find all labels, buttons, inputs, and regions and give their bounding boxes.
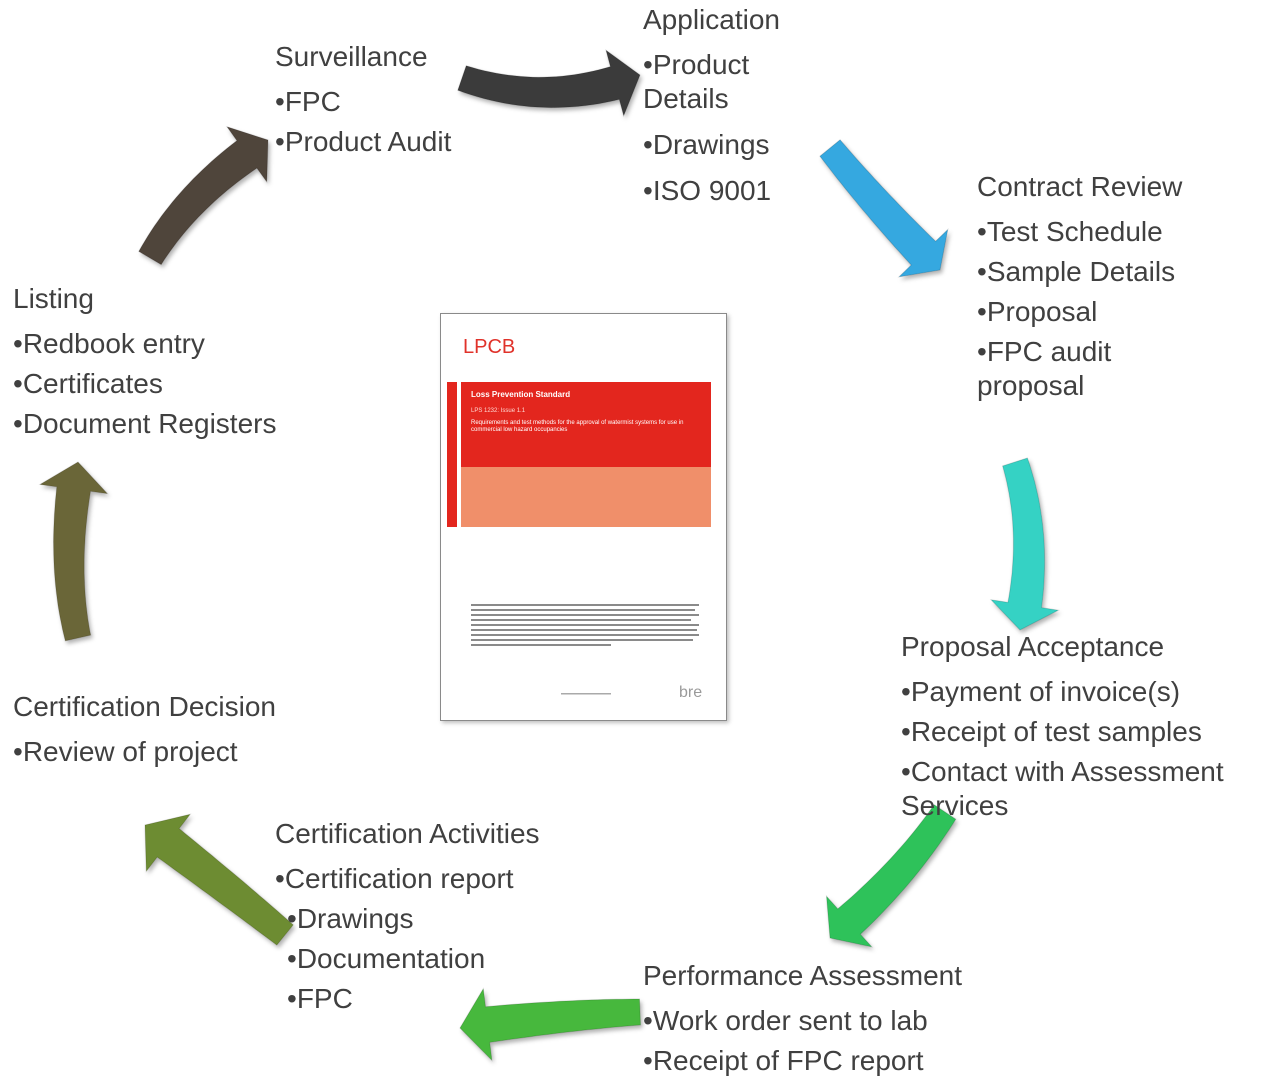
- stage-item: Review of project: [13, 735, 313, 769]
- document-heading: Loss Prevention Standard: [471, 390, 571, 399]
- stage-proposal-acceptance: Proposal Acceptance Payment of invoice(s…: [901, 633, 1281, 835]
- document-footer-line: [561, 693, 611, 695]
- arrow-contract-to-proposal-icon: [989, 457, 1060, 631]
- standard-document-thumbnail: LPCB Loss Prevention Standard LPS 1232: …: [440, 313, 727, 721]
- arrow-decision-to-listing-icon: [38, 461, 109, 642]
- stage-item: Certificates: [13, 367, 333, 401]
- stage-surveillance: Surveillance FPC Product Audit: [275, 43, 495, 171]
- stage-item: Test Schedule: [977, 215, 1207, 249]
- arrow-certification-to-decision-icon: [144, 813, 294, 946]
- stage-item: ISO 9001: [643, 174, 793, 208]
- stage-item: FPC: [275, 85, 495, 119]
- stage-item: Contact with Assessment Services: [901, 755, 1271, 823]
- stage-performance-assessment: Performance Assessment Work order sent t…: [643, 962, 1003, 1090]
- stage-item: Payment of invoice(s): [901, 675, 1281, 709]
- stage-title-performance-assessment: Performance Assessment: [643, 960, 963, 991]
- stage-item: Drawings: [275, 902, 575, 936]
- stage-item: Sample Details: [977, 255, 1207, 289]
- stage-item: Documentation: [275, 942, 575, 976]
- stage-application: Application Product Details Drawings ISO…: [643, 6, 793, 220]
- stage-item: Certification report: [275, 862, 575, 896]
- bre-logo: bre: [679, 684, 703, 701]
- stage-item: Receipt of FPC report: [643, 1044, 1003, 1078]
- document-title-band: Loss Prevention Standard LPS 1232: Issue…: [461, 382, 711, 467]
- arrow-proposal-to-performance-icon: [825, 804, 957, 948]
- stage-item: FPC: [275, 982, 575, 1016]
- stage-item: FPC audit proposal: [977, 335, 1147, 403]
- stage-title-proposal-acceptance: Proposal Acceptance: [901, 631, 1165, 662]
- stage-certification-decision: Certification Decision Review of project: [13, 693, 313, 781]
- stage-title-contract-review: Contract Review: [977, 171, 1183, 202]
- stage-title-certification-decision: Certification Decision: [13, 691, 276, 722]
- arrow-application-to-contract-icon: [819, 139, 949, 278]
- arrow-listing-to-surveillance-icon: [138, 125, 269, 266]
- arrow-surveillance-to-application-icon: [457, 48, 641, 118]
- document-fine-print: [471, 604, 699, 646]
- stage-item: Document Registers: [13, 407, 333, 441]
- stage-item: Work order sent to lab: [643, 1004, 1003, 1038]
- stage-item: Drawings: [643, 128, 793, 162]
- stage-item: Product Details: [643, 48, 793, 116]
- stage-item: Redbook entry: [13, 327, 333, 361]
- stage-item: Receipt of test samples: [901, 715, 1281, 749]
- document-accent-bar: [447, 382, 457, 527]
- stage-title-surveillance: Surveillance: [275, 41, 428, 72]
- stage-title-certification-activities: Certification Activities: [275, 818, 540, 849]
- stage-title-application: Application: [643, 4, 780, 35]
- lpcb-logo: LPCB: [463, 336, 516, 358]
- stage-item: Product Audit: [275, 125, 495, 159]
- stage-title-listing: Listing: [13, 283, 94, 314]
- stage-item: Proposal: [977, 295, 1207, 329]
- document-description: Requirements and test methods for the ap…: [471, 420, 684, 433]
- document-subheading: LPS 1232: Issue 1.1: [471, 408, 526, 414]
- stage-contract-review: Contract Review Test Schedule Sample Det…: [977, 173, 1207, 415]
- document-image-band: [461, 467, 711, 527]
- stage-listing: Listing Redbook entry Certificates Docum…: [13, 285, 333, 453]
- stage-certification-activities: Certification Activities Certification r…: [275, 820, 575, 1028]
